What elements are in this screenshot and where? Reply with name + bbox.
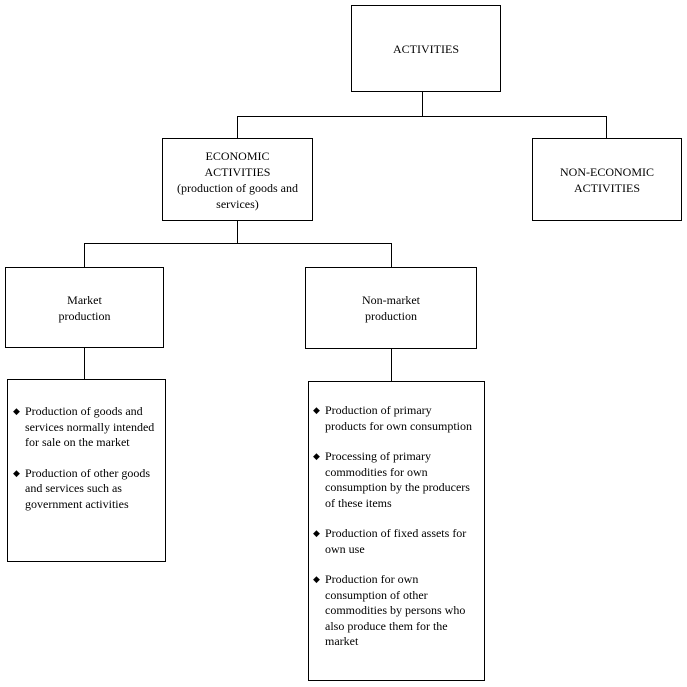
market-production-list-box: ◆ Production of goods and services norma…	[7, 379, 166, 562]
connector-to-market	[84, 243, 85, 267]
connector-market-to-list	[84, 348, 85, 379]
market-production-box: Market production	[5, 267, 164, 348]
activities-box: ACTIVITIES	[351, 5, 501, 92]
activities-label: ACTIVITIES	[393, 41, 459, 56]
diamond-bullet-icon: ◆	[13, 406, 20, 416]
connector-to-economic	[237, 116, 238, 138]
list-item: ◆ Production of goods and services norma…	[13, 404, 155, 449]
connector-root-horizontal	[237, 116, 607, 117]
connector-economic-horizontal	[84, 243, 392, 244]
market-production-label: Market production	[58, 292, 111, 323]
list-item: ◆ Processing of primary commodities for …	[313, 449, 470, 510]
non-economic-activities-label: NON-ECONOMIC ACTIVITIES	[560, 164, 654, 195]
connector-root-down	[422, 92, 423, 117]
list-item: ◆ Production of fixed assets for own use	[313, 526, 467, 556]
economic-activities-box: ECONOMIC ACTIVITIES (production of goods…	[162, 138, 313, 221]
market-production-list: ◆ Production of goods and services norma…	[10, 404, 159, 512]
list-item: ◆ Production of other goods and services…	[13, 465, 150, 511]
connector-economic-down	[237, 221, 238, 244]
diamond-bullet-icon: ◆	[313, 528, 320, 538]
diamond-bullet-icon: ◆	[313, 451, 320, 461]
non-market-production-label: Non-market production	[362, 293, 420, 323]
non-economic-activities-box: NON-ECONOMIC ACTIVITIES	[532, 138, 682, 221]
connector-to-non-economic	[606, 116, 607, 138]
connector-non-market-to-list	[391, 349, 392, 381]
list-item: ◆ Production for own consumption of othe…	[313, 572, 466, 648]
diamond-bullet-icon: ◆	[13, 467, 20, 478]
non-market-production-box: Non-market production	[305, 267, 477, 349]
connector-to-non-market	[391, 243, 392, 267]
economic-activities-label: ECONOMIC ACTIVITIES (production of goods…	[177, 148, 298, 211]
diamond-bullet-icon: ◆	[313, 574, 320, 584]
non-market-production-list-box: ◆ Production of primary products for own…	[308, 381, 485, 681]
diamond-bullet-icon: ◆	[313, 405, 320, 415]
list-item: ◆ Production of primary products for own…	[313, 403, 472, 433]
non-market-production-list: ◆ Production of primary products for own…	[310, 403, 474, 650]
